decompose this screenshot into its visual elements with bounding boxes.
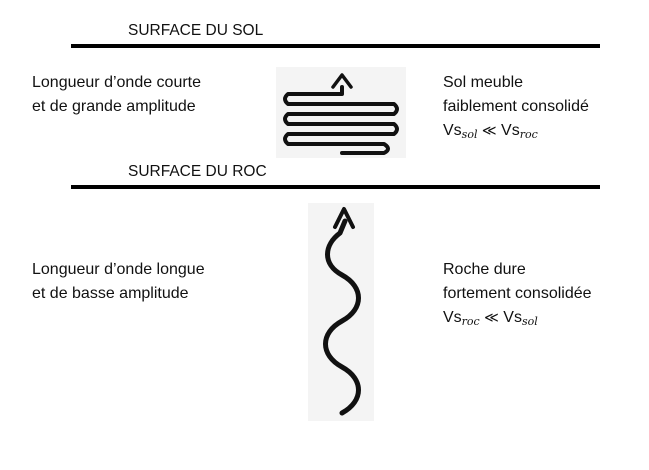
soil-velocity-lhs-subscript: sol bbox=[461, 128, 478, 141]
rock-material-line-2: fortement consolidée bbox=[443, 285, 592, 302]
soil-surface-line bbox=[71, 44, 600, 48]
soil-wave-icon bbox=[283, 73, 399, 155]
soil-wave-description-line-2: et de grande amplitude bbox=[32, 98, 196, 115]
soil-wave-panel bbox=[276, 67, 406, 158]
rock-velocity-rhs: Vs bbox=[503, 309, 522, 326]
soil-material-line-2: faiblement consolidé bbox=[443, 98, 589, 115]
rock-velocity-lhs-subscript: roc bbox=[461, 315, 480, 328]
rock-wave-description-line-1: Longueur d’onde longue bbox=[32, 261, 205, 278]
rock-wave-description: Longueur d’onde longue et de basse ampli… bbox=[32, 258, 205, 306]
soil-wave-description: Longueur d’onde courte et de grande ampl… bbox=[32, 71, 201, 119]
soil-velocity-relation: Vssol ≪ Vsroc bbox=[443, 119, 589, 143]
rock-velocity-operator: ≪ bbox=[484, 310, 499, 326]
soil-velocity-operator: ≪ bbox=[481, 123, 497, 139]
soil-velocity-rhs: Vs bbox=[501, 122, 520, 139]
rock-velocity-rhs-subscript: sol bbox=[521, 315, 538, 328]
rock-wave-icon bbox=[323, 207, 361, 416]
soil-material-description: Sol meuble faiblement consolidé Vssol ≪ … bbox=[443, 71, 589, 143]
rock-velocity-relation: Vsroc ≪ Vssol bbox=[443, 306, 592, 330]
rock-surface-label: SURFACE DU ROC bbox=[128, 163, 267, 180]
rock-wave-description-line-2: et de basse amplitude bbox=[32, 285, 189, 302]
soil-wave-description-line-1: Longueur d’onde courte bbox=[32, 74, 202, 91]
rock-velocity-lhs: Vs bbox=[443, 309, 462, 326]
soil-velocity-lhs: Vs bbox=[443, 122, 462, 139]
soil-surface-label: SURFACE DU SOL bbox=[128, 22, 264, 39]
rock-wave-panel bbox=[308, 203, 374, 421]
rock-surface-line bbox=[71, 185, 600, 189]
soil-velocity-rhs-subscript: roc bbox=[519, 128, 538, 141]
rock-material-line-1: Roche dure bbox=[443, 261, 526, 278]
soil-material-line-1: Sol meuble bbox=[443, 74, 524, 91]
rock-material-description: Roche dure fortement consolidée Vsroc ≪ … bbox=[443, 258, 592, 330]
